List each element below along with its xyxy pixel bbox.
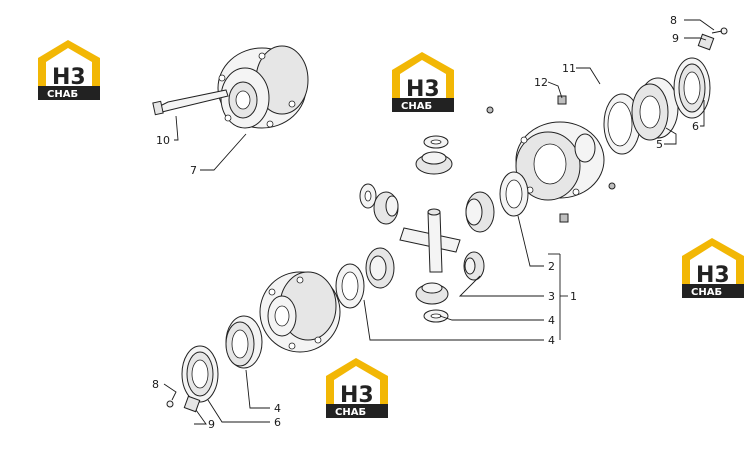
pinion-gear-bottom bbox=[415, 282, 449, 305]
side-gear-left bbox=[365, 247, 395, 289]
taper-bearing bbox=[631, 77, 679, 141]
case-half-right bbox=[486, 95, 616, 223]
callout-1: 1 bbox=[570, 290, 577, 303]
logo-right: Н3 СНАБ bbox=[682, 238, 744, 298]
callout-5-top: 5 bbox=[656, 138, 663, 151]
logo-bottom: Н3 СНАБ bbox=[326, 358, 388, 418]
logo-mark: Н3 bbox=[52, 65, 86, 90]
logo-word: СНАБ bbox=[47, 89, 78, 100]
logo-word: СНАБ bbox=[401, 101, 432, 112]
callout-12: 12 bbox=[534, 76, 548, 89]
lock-plate bbox=[697, 27, 728, 51]
thrust-washer-top bbox=[423, 135, 449, 149]
logo-word: СНАБ bbox=[691, 287, 722, 298]
logo-top-left: Н3 СНАБ bbox=[38, 40, 100, 100]
case-half-left bbox=[259, 271, 341, 353]
callout-4: 4 bbox=[548, 314, 555, 327]
callout-2: 2 bbox=[548, 260, 555, 273]
logo-mark: Н3 bbox=[406, 77, 440, 102]
thrust-washer-bottom bbox=[423, 309, 449, 323]
side-gear-right bbox=[465, 191, 495, 233]
callout-6-top: 6 bbox=[692, 120, 699, 133]
callouts: 8 9 6 5 11 12 10 7 2 3 1 4 4 8 9 4 6 bbox=[152, 14, 699, 431]
callout-8-bottom: 8 bbox=[152, 378, 159, 391]
pinion-gear-mid bbox=[463, 251, 485, 281]
spider-cross bbox=[399, 208, 461, 273]
logo-word: СНАБ bbox=[335, 407, 366, 418]
bearing-cup-ring bbox=[603, 93, 641, 155]
pinion-gear-top bbox=[415, 151, 453, 175]
callout-7: 7 bbox=[190, 164, 197, 177]
callout-4-bottom: 4 bbox=[274, 402, 281, 415]
lock-plate-bottom bbox=[166, 395, 201, 413]
side-washer-right bbox=[499, 171, 529, 217]
callout-3: 3 bbox=[548, 290, 555, 303]
callout-11: 11 bbox=[562, 62, 576, 75]
logo-top-center: Н3 СНАБ bbox=[392, 52, 454, 112]
side-washer-left bbox=[335, 263, 365, 309]
callout-10: 10 bbox=[156, 134, 170, 147]
leader-lines bbox=[163, 19, 715, 425]
assembled-differential-case bbox=[217, 45, 309, 129]
callout-9-bottom: 9 bbox=[208, 418, 215, 431]
adjuster-ring-bottom bbox=[181, 345, 219, 403]
callout-9-top: 9 bbox=[672, 32, 679, 45]
pinion-gear-left bbox=[373, 191, 399, 225]
taper-bearing-bottom bbox=[225, 315, 263, 369]
callout-8-top: 8 bbox=[670, 14, 677, 27]
callout-4-second: 4 bbox=[548, 334, 555, 347]
callout-6-bottom: 6 bbox=[274, 416, 281, 429]
bolt bbox=[152, 89, 229, 116]
adjuster-ring bbox=[673, 57, 711, 119]
logo-mark: Н3 bbox=[696, 263, 730, 288]
thrust-washer-left bbox=[359, 183, 377, 209]
logo-mark: Н3 bbox=[340, 383, 374, 408]
